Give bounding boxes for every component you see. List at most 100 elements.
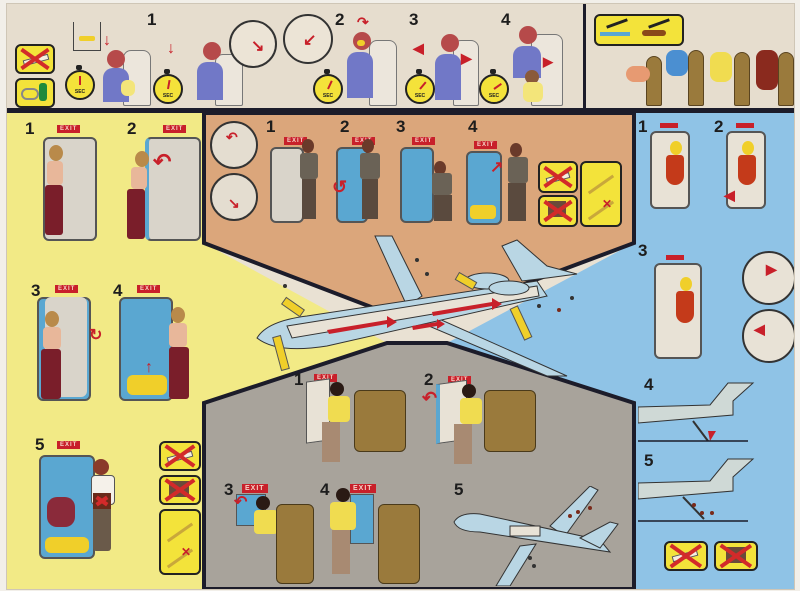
crew-legs — [362, 179, 378, 219]
slide-raft — [45, 537, 89, 553]
passenger-head — [330, 382, 344, 396]
slide-raft — [127, 375, 167, 395]
no-baggage-icon — [159, 475, 201, 505]
braced-passenger — [756, 50, 778, 90]
section-divider — [583, 4, 586, 108]
handle-detail-circle: ◀ — [742, 309, 794, 363]
open-doorway — [39, 455, 95, 559]
no-baggage-icon — [93, 493, 111, 509]
tail-airstair-icon — [638, 458, 755, 522]
handle-detail-circle: ▶ — [742, 251, 794, 305]
stopwatch-icon: SEC — [153, 69, 183, 104]
seat — [778, 52, 794, 106]
galley-step: 3 EXIT — [396, 117, 464, 227]
passenger-legs — [454, 424, 472, 464]
crew-legs — [169, 347, 189, 399]
passenger-legs — [332, 530, 350, 574]
exit-sign — [666, 255, 684, 260]
aft-step: 4 — [638, 375, 794, 447]
galley-door — [400, 147, 434, 223]
crew-head — [135, 151, 149, 167]
crew-head — [670, 141, 682, 155]
curved-arrow-icon: ↷ — [357, 14, 369, 30]
crew-legs — [41, 349, 61, 399]
crew-head — [93, 459, 109, 475]
no-smoking-icon — [15, 44, 55, 74]
exit-sign — [736, 123, 754, 128]
crew-legs — [434, 195, 452, 221]
seat — [646, 56, 662, 106]
overwing-escape-aircraft — [453, 486, 619, 586]
no-smoking-icon — [159, 441, 201, 471]
down-arrow-icon: ↓ — [167, 40, 175, 57]
aft-step: 1 — [638, 117, 712, 217]
seat-row — [354, 390, 406, 452]
mask-detail-circle: ↘ — [229, 20, 277, 68]
landing-type-box — [594, 14, 684, 46]
seat-row — [276, 504, 314, 584]
down-arrow-icon: ↓ — [103, 32, 111, 49]
slide-jump-icon: ✕ — [580, 161, 622, 227]
galley-door-section: ↶ ↘ 1 EXIT 2 EXIT ↺ 3 EXIT — [204, 113, 634, 233]
oxygen-bottle-icon — [15, 78, 55, 108]
right-arrow-icon: ▶ — [461, 50, 472, 66]
door-step: 5 EXIT — [31, 435, 141, 585]
up-arrow-icon: ↗ — [490, 159, 504, 176]
child — [121, 80, 135, 96]
land-landing-icon — [642, 30, 666, 36]
galley-step: 2 EXIT ↺ — [332, 117, 396, 227]
rotate-arrow-icon: ↶ — [153, 149, 172, 174]
passenger-body — [460, 398, 482, 424]
no-baggage-icon — [538, 195, 578, 227]
passenger-head — [441, 34, 459, 52]
braced-passenger — [626, 66, 650, 82]
slide-jump-icon: ✕ — [159, 509, 201, 575]
galley-step: 4 EXIT ↗ — [462, 117, 540, 227]
passenger-head — [203, 42, 221, 60]
jumping-passenger — [47, 497, 75, 527]
seat — [688, 50, 704, 106]
passenger-body — [330, 502, 356, 530]
crew-head — [680, 277, 692, 291]
passenger-head — [462, 384, 476, 398]
passenger-body — [435, 54, 461, 100]
crew-head — [362, 139, 374, 153]
brace-section — [586, 4, 794, 108]
overwing-exit-section: 1 EXIT 2 EXIT ↶ 3 EXIT ↶ — [204, 364, 634, 589]
crew-legs — [302, 179, 316, 219]
crew-body — [360, 153, 380, 179]
crew-body — [47, 161, 63, 185]
aft-step: 5 — [638, 451, 794, 527]
oxygen-step: 2 SEC ↷ — [313, 10, 403, 106]
crew-body — [508, 157, 528, 183]
overwing-step: 3 EXIT ↶ — [224, 480, 324, 586]
crew-body — [169, 323, 187, 347]
oxygen-step: ↓ SEC — [65, 10, 155, 106]
seat-row — [484, 390, 536, 452]
crew-legs — [93, 503, 111, 551]
mask-detail-circle: ↙ — [283, 14, 333, 64]
crew-head — [302, 139, 314, 153]
crew-body — [300, 153, 318, 179]
crew-legs — [45, 185, 63, 235]
oxygen-step: 4 SEC ▶ — [479, 10, 579, 106]
stopwatch-icon: SEC — [313, 69, 343, 104]
no-smoking-icon — [538, 161, 578, 193]
child-body — [523, 82, 543, 102]
door-step: 4 EXIT ↑ — [113, 281, 203, 411]
seat — [734, 52, 750, 106]
overwing-step: 2 EXIT ↶ — [420, 370, 536, 470]
crew-head — [171, 307, 185, 323]
section-divider — [7, 108, 794, 113]
overwing-step: 5 — [450, 480, 620, 586]
open-doorway: ↑ — [119, 297, 173, 401]
crew-dress — [666, 155, 684, 185]
no-baggage-icon — [714, 541, 758, 571]
crew-body — [131, 167, 147, 189]
left-arrow-icon: ◀ — [724, 187, 735, 203]
oxygen-step: 1 ↓ SEC ↘ — [147, 10, 287, 106]
crew-head — [742, 141, 754, 155]
galley-step: 1 EXIT — [266, 117, 330, 227]
oxygen-step: 3 SEC ◀ ▶ — [405, 10, 481, 106]
aircraft-exit-diagram — [256, 235, 578, 377]
